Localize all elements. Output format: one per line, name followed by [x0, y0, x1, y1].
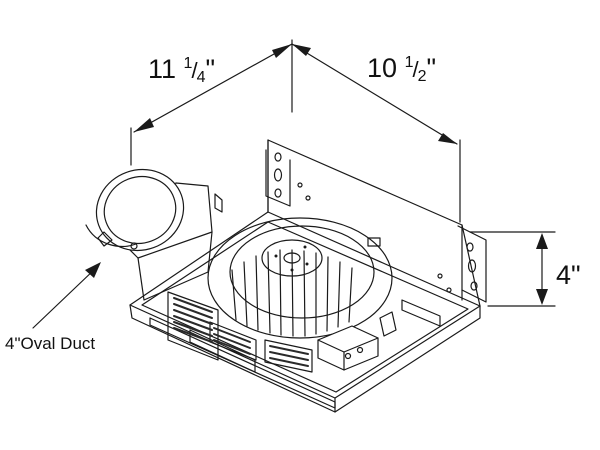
duct-collar	[85, 168, 223, 301]
width-dimension-label: 11 1/4"	[148, 54, 216, 86]
blower-wheel	[207, 217, 393, 339]
mounting-bracket	[265, 149, 487, 303]
fan-housing	[129, 139, 481, 413]
electrical-box	[317, 299, 441, 371]
dimension-arrowheads	[85, 44, 548, 305]
label-text-blocks	[173, 297, 309, 367]
dimension-lines	[130, 39, 556, 307]
depth-dimension-label: 10 1/2"	[367, 53, 437, 85]
height-dimension-label: 4"	[556, 260, 581, 290]
duct-callout-label: 4"Oval Duct	[5, 334, 96, 353]
duct-leader-line	[32, 267, 97, 329]
